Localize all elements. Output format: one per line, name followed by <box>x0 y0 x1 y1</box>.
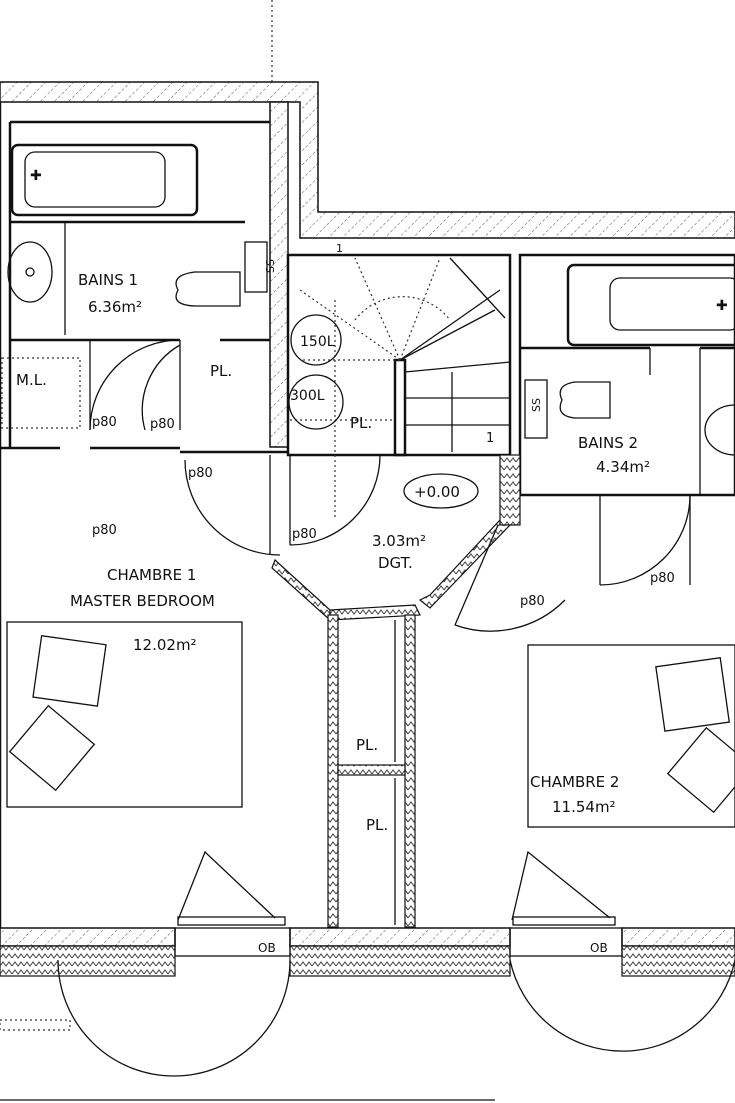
room-area: 4.34m² <box>596 458 650 476</box>
svg-text:✚: ✚ <box>716 298 728 314</box>
step-number: 1 <box>336 242 343 255</box>
room-name: BAINS 2 <box>578 434 638 452</box>
bedroom-1: CHAMBRE 1 MASTER BEDROOM 12.02m² <box>6 566 276 921</box>
room-name: DGT. <box>378 554 413 572</box>
room-name: CHAMBRE 1 <box>107 566 196 584</box>
bathroom-1: ✚ SS BAINS 1 6.36m² M.L. PL. <box>0 143 288 454</box>
window-label: OB <box>590 941 608 955</box>
room-name: CHAMBRE 2 <box>530 773 619 791</box>
door-label: p80 <box>188 466 213 481</box>
room-subtitle: MASTER BEDROOM <box>70 592 215 610</box>
door-labels: p80 p80 p80 p80 p80 p80 p80 <box>92 415 675 609</box>
door-label: p80 <box>92 415 117 430</box>
door-label: p80 <box>150 417 175 432</box>
closets: PL. PL. <box>327 614 416 928</box>
door-label: p80 <box>650 571 675 586</box>
door-label: p80 <box>92 523 117 538</box>
ss-label: SS <box>530 398 543 412</box>
door-label: p80 <box>520 594 545 609</box>
bathroom-2: ✚ SS BAINS 2 4.34m² <box>518 253 735 586</box>
door-label: p80 <box>292 527 317 542</box>
closet-label: PL. <box>210 362 232 380</box>
level-marker: +0.00 <box>414 483 460 501</box>
water-tank-label: 300L <box>290 388 325 404</box>
exterior-walls <box>0 81 735 977</box>
room-area: 11.54m² <box>552 798 616 816</box>
svg-text:✚: ✚ <box>30 168 42 184</box>
closet-label: PL. <box>350 414 372 432</box>
linen-label: M.L. <box>16 371 47 389</box>
ss-label: SS <box>264 259 277 273</box>
closet-label: PL. <box>366 816 388 834</box>
room-area: 12.02m² <box>133 636 197 654</box>
water-tank-label: 150L <box>300 334 335 350</box>
room-area: 6.36m² <box>88 298 142 316</box>
step-number: 1 <box>486 431 494 446</box>
window-label: OB <box>258 941 276 955</box>
corridor: +0.00 3.03m² DGT. <box>184 454 566 632</box>
window-right: OB <box>509 916 735 1052</box>
room-area: 3.03m² <box>372 532 426 550</box>
terrace-outline <box>0 1019 71 1031</box>
closet-label: PL. <box>356 736 378 754</box>
bedroom-2: CHAMBRE 2 11.54m² <box>511 644 735 921</box>
window-left: OB <box>57 916 291 1077</box>
room-name: BAINS 1 <box>78 271 138 289</box>
staircase: 150L 300L PL. 1 1 <box>286 242 512 520</box>
